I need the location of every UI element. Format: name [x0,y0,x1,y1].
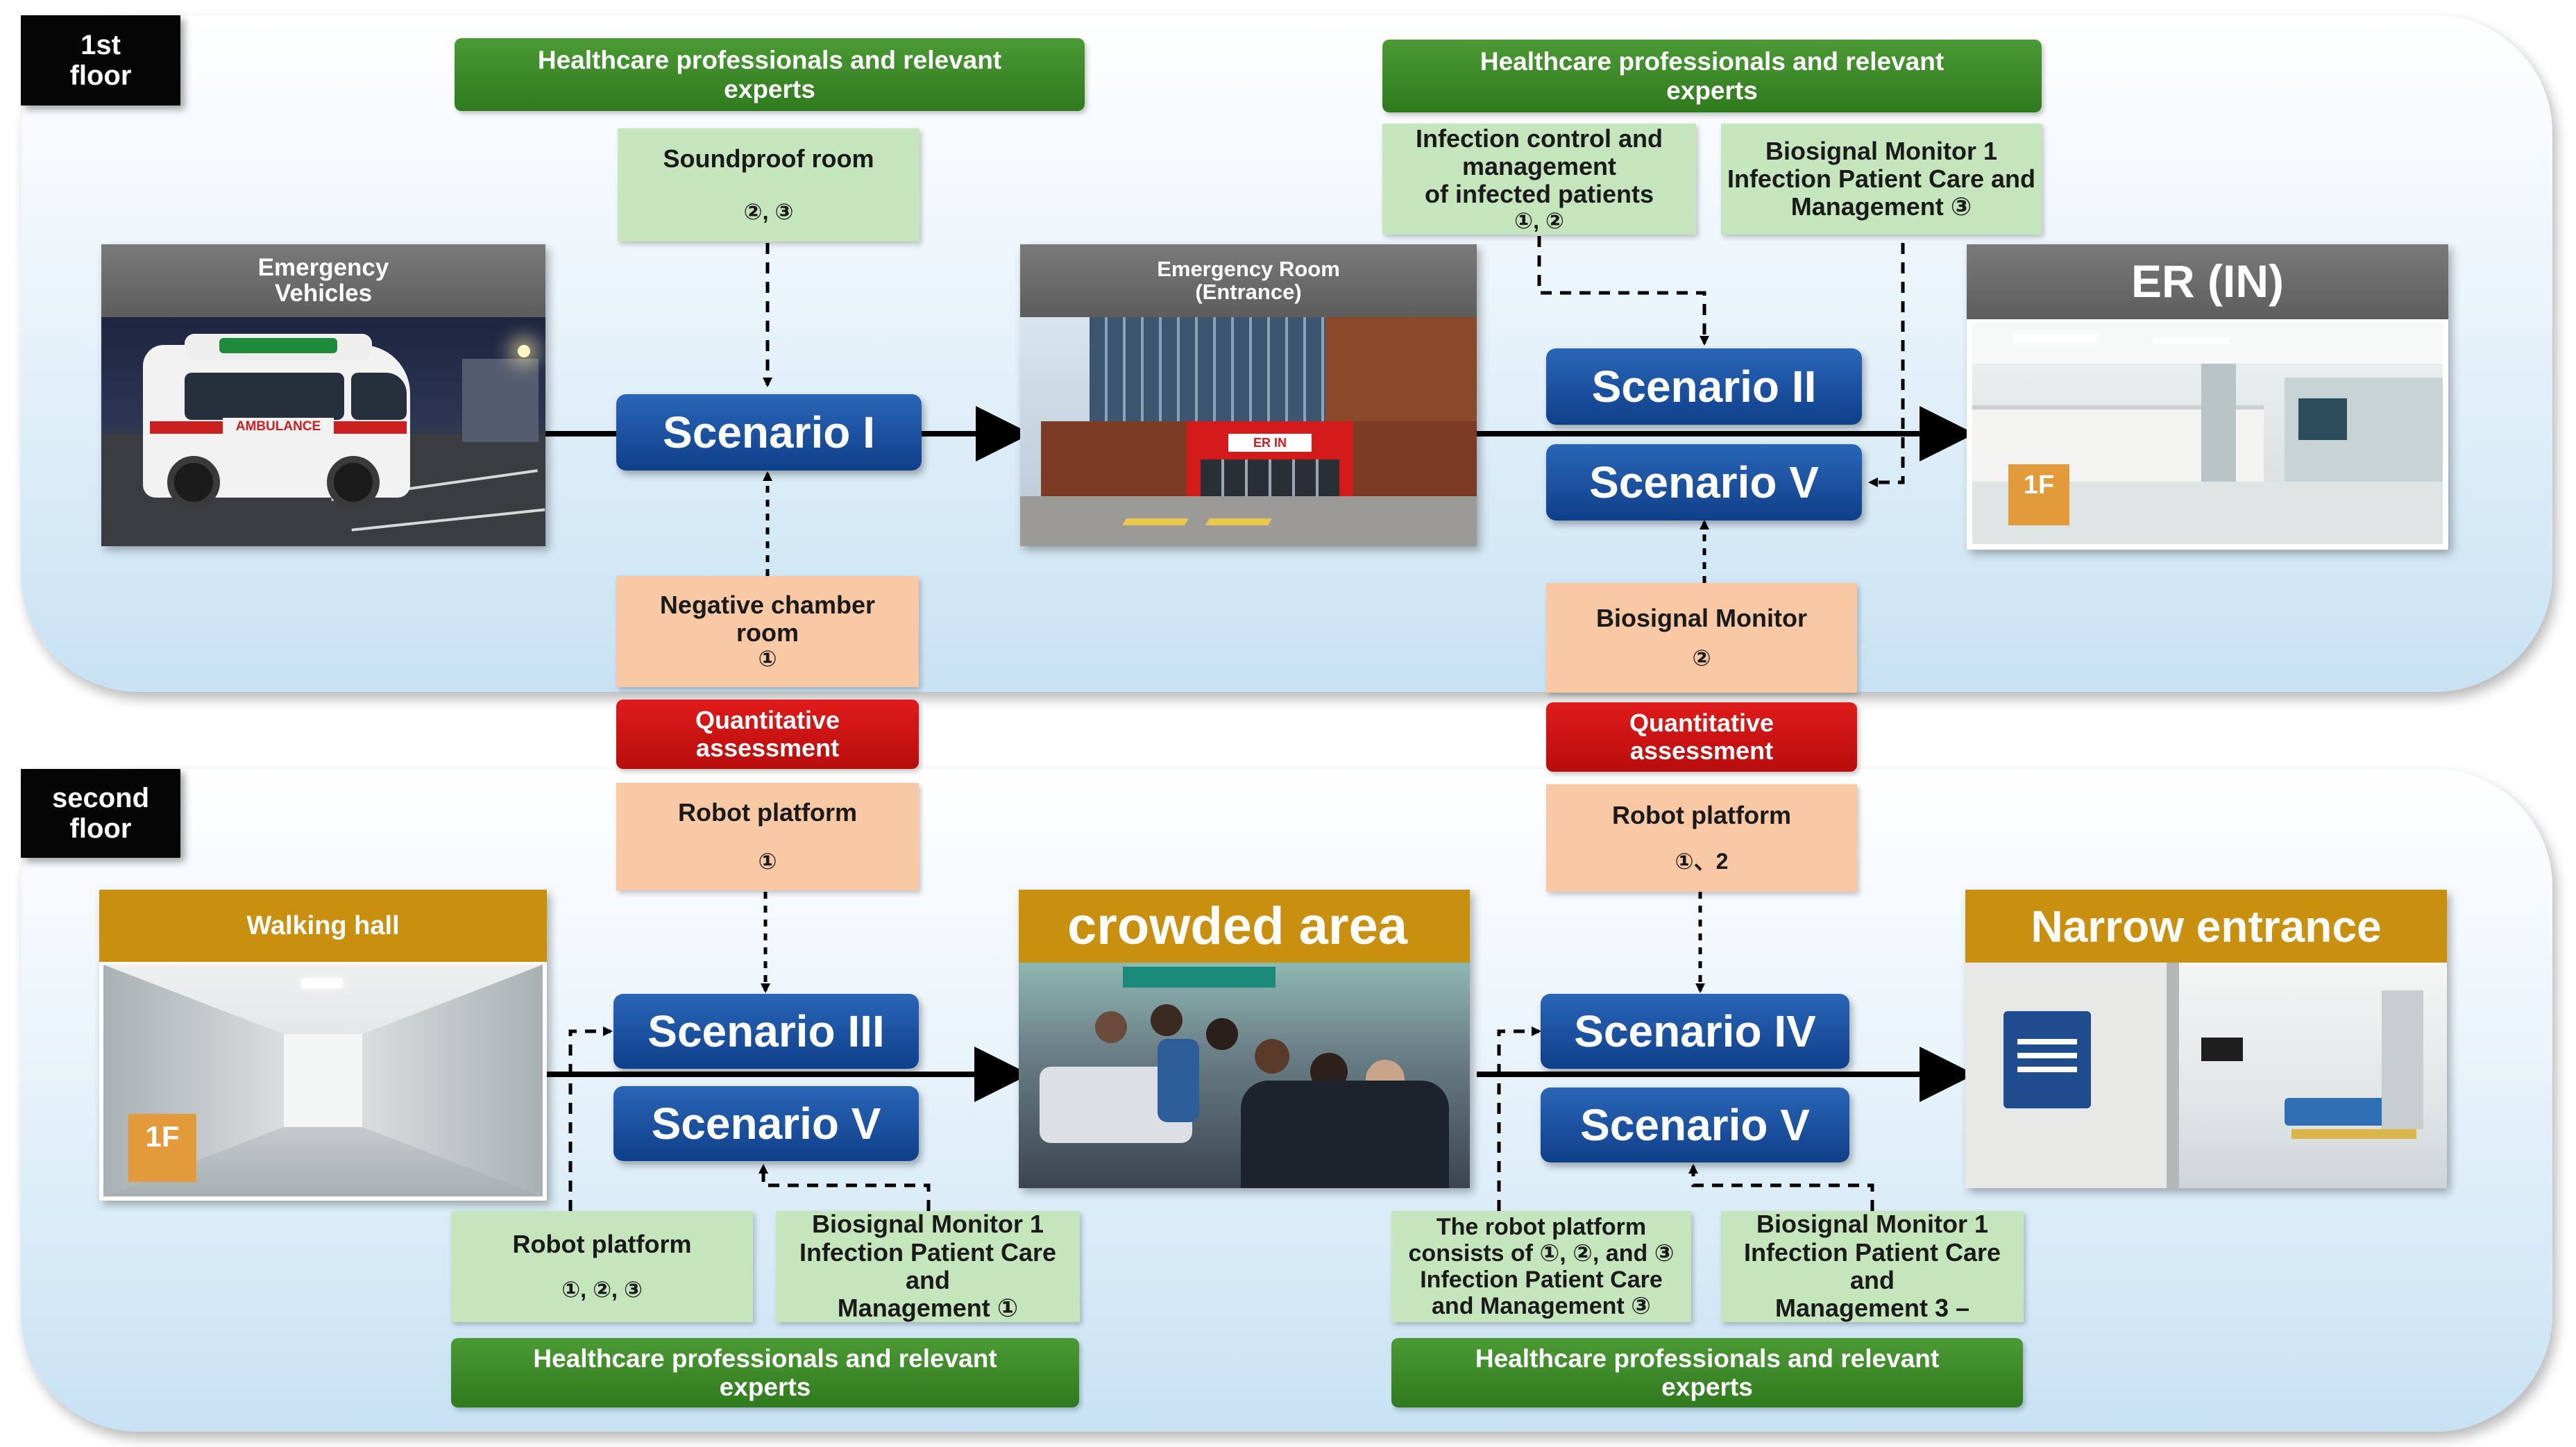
scenario-3-node: Scenario III [613,994,919,1069]
crowded-area-card: crowded area [1019,890,1470,1188]
narrow-entrance-photo [1965,963,2447,1188]
walking-hall-photo: 1F [103,965,543,1196]
walking-hall-card: Walking hall 1F [99,890,547,1201]
er-in-photo: 1F [1972,322,2443,544]
biosignal-monitor-top-box: Biosignal Monitor 1 Infection Patient Ca… [1721,124,2042,235]
emergency-room-entrance-card: Emergency Room(Entrance) ER IN [1020,244,1477,546]
er-entrance-header: Emergency Room(Entrance) [1020,244,1477,317]
scenario-5-node-second-right: Scenario V [1541,1088,1849,1162]
robot-platform-bottom-box: Robot platform ①, ②, ③ [451,1211,753,1322]
crowded-area-photo [1019,963,1470,1188]
er-entrance-photo: ER IN [1020,317,1477,546]
robot-platform-left-box: Robot platform ① [616,783,919,890]
er-in-header: ER (IN) [1967,244,2448,319]
scenario-5-node-second-left: Scenario V [613,1086,919,1161]
negative-chamber-room-box: Negative chamber room ① [616,576,919,687]
scenario-5-node-first-floor: Scenario V [1546,444,1862,521]
robot-platform-consists-box: The robot platform consists of ①, ②, and… [1391,1211,1691,1322]
ambulance-photo: AMBULANCE [101,317,545,546]
walking-hall-header: Walking hall [99,890,547,962]
er-in-card: ER (IN) 1F [1967,244,2448,550]
scenario-2-node: Scenario II [1546,348,1862,425]
narrow-entrance-card: Narrow entrance [1965,890,2447,1188]
scenario-1-node: Scenario I [616,394,922,471]
biosignal-monitor-box: Biosignal Monitor ② [1546,583,1857,693]
biosignal-monitor-bottom-right-box: Biosignal Monitor 1 Infection Patient Ca… [1721,1210,2024,1322]
scenario-4-node: Scenario IV [1541,994,1849,1069]
narrow-entrance-header: Narrow entrance [1965,890,2447,963]
soundproof-room-box: Soundproof room ②, ③ [618,128,920,242]
crowded-area-header: crowded area [1019,890,1470,963]
infection-control-box: Infection control and management of infe… [1382,124,1696,235]
robot-platform-right-box: Robot platform ①、2 [1546,784,1857,892]
biosignal-monitor-bottom-left-box: Biosignal Monitor 1 Infection Patient Ca… [776,1210,1080,1322]
